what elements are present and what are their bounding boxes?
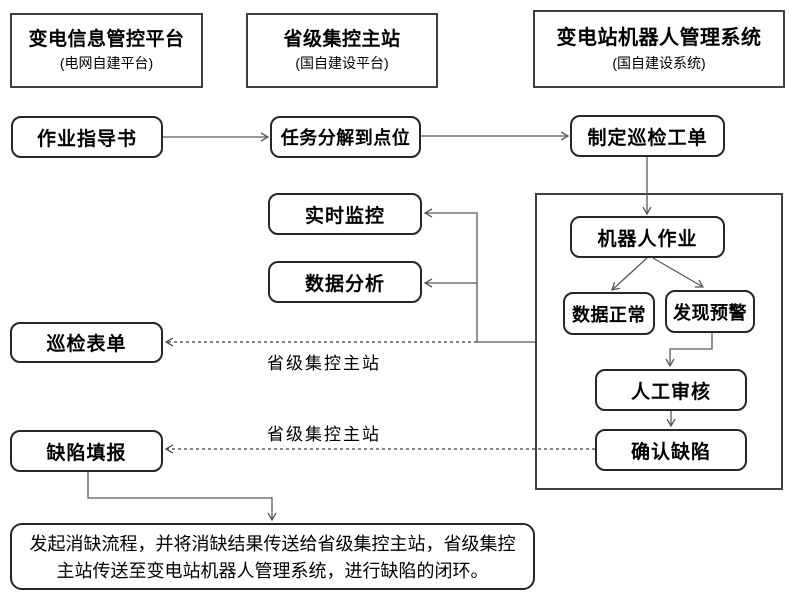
header-title: 变电站机器人管理系统 [556, 26, 762, 49]
connector-frame-to-realtime [423, 208, 535, 343]
node-create-inspection-order: 制定巡检工单 [570, 115, 725, 157]
header-provincial-master-station: 省级集控主站 (国自建设平台) [246, 13, 438, 88]
header-title: 变电信息管控平台 [28, 28, 185, 50]
header-robot-management-system: 变电站机器人管理系统 (国自建设系统) [533, 10, 785, 88]
edge-label-provincial-station-1: 省级集控主站 [267, 354, 381, 373]
node-defect-filling: 缺陷填报 [10, 430, 163, 472]
node-task-to-points: 任务分解到点位 [270, 116, 421, 158]
node-data-normal: 数据正常 [563, 292, 655, 335]
connector-defectfill-to-note [87, 472, 277, 522]
node-manual-review: 人工审核 [595, 369, 747, 411]
edge-label-provincial-station-2: 省级集控主站 [267, 425, 381, 444]
robot-system-frame [535, 193, 783, 490]
node-data-analysis: 数据分析 [268, 261, 422, 303]
header-subtitle: (国自建设系统) [612, 54, 706, 71]
header-subtitle: (国自建设平台) [295, 55, 389, 72]
node-inspection-form: 巡检表单 [10, 322, 163, 363]
node-confirm-defect: 确认缺陷 [595, 429, 747, 471]
node-robot-operation: 机器人作业 [570, 216, 725, 258]
header-substation-info-platform: 变电信息管控平台 (电网自建平台) [10, 13, 203, 88]
node-realtime-monitoring: 实时监控 [268, 193, 422, 235]
node-work-guide: 作业指导书 [11, 116, 163, 158]
header-title: 省级集控主站 [283, 28, 401, 50]
header-subtitle: (电网自建平台) [59, 55, 154, 72]
node-warning-found: 发现预警 [665, 290, 755, 333]
closure-note-box: 发起消缺流程，并将消缺结果传送给省级集控主站，省级集控主站传送至变电站机器人管理… [10, 523, 535, 590]
